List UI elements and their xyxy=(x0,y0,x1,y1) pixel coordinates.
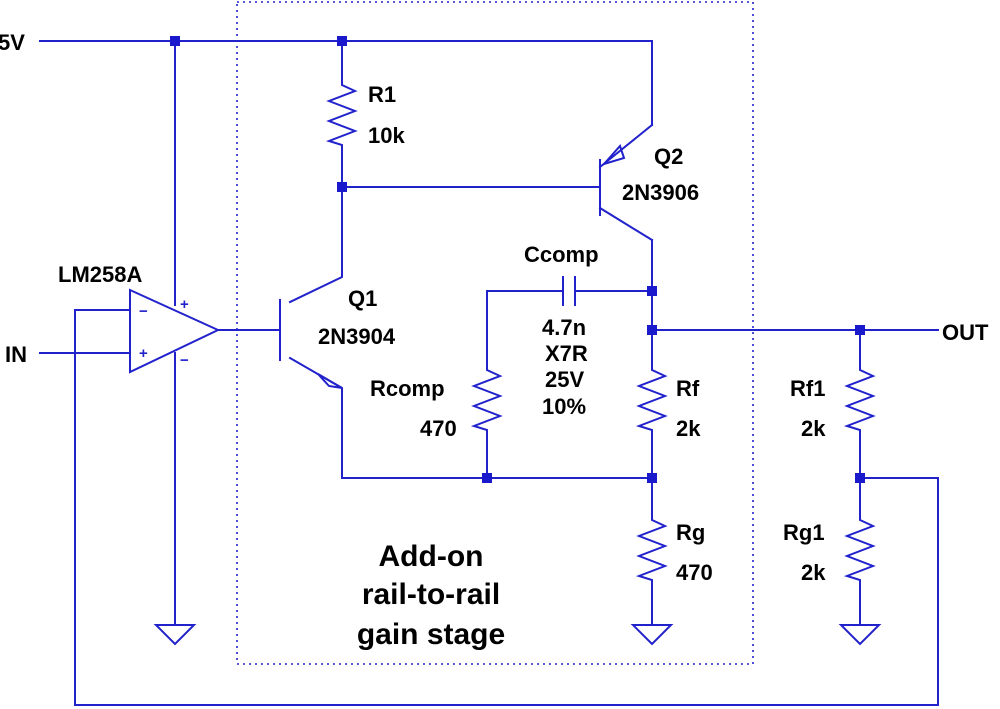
ccomp-name-label: Ccomp xyxy=(524,242,599,267)
output-net-label: OUT xyxy=(942,320,989,345)
stage-label-line3: gain stage xyxy=(357,618,505,651)
stage-label-line2: rail-to-rail xyxy=(362,578,500,611)
opamp-lm258a: − + + − xyxy=(129,288,221,374)
junction-dot xyxy=(647,286,657,296)
resistor-rf xyxy=(635,364,668,436)
transistor-q2 xyxy=(598,123,654,242)
r1-to-q1-collector-wire xyxy=(288,149,343,304)
resistor-rcomp xyxy=(470,364,503,436)
r1-value-label: 10k xyxy=(368,123,405,148)
rg1-value-label: 2k xyxy=(801,560,826,585)
rf1-value-label: 2k xyxy=(801,416,826,441)
resistor-rf1 xyxy=(843,364,876,436)
junction-dots xyxy=(170,36,865,483)
ccomp-value-label: 4.7n xyxy=(542,315,586,340)
transistor-q1 xyxy=(279,299,343,389)
r1-name-label: R1 xyxy=(368,82,396,107)
opamp-vplus-pin-label: + xyxy=(180,296,189,313)
q1-emitter-wire xyxy=(288,356,653,479)
rcomp-value-label: 470 xyxy=(420,416,457,441)
q2-emitter-arrow xyxy=(600,144,626,166)
rf-name-label: Rf xyxy=(676,376,700,401)
junction-dot xyxy=(855,325,865,335)
q1-emitter-arrow xyxy=(317,373,343,389)
ccomp-plates xyxy=(562,276,576,306)
ccomp-dielectric-label: X7R xyxy=(545,341,588,366)
junction-dot xyxy=(647,325,657,335)
rcomp-top-wire xyxy=(486,290,564,366)
junction-dot xyxy=(855,473,865,483)
opamp-triangle xyxy=(129,288,221,374)
ground-icon xyxy=(153,624,197,646)
rcomp-name-label: Rcomp xyxy=(370,376,445,401)
junction-dot xyxy=(170,36,180,46)
opamp-noninverting-pin-label: + xyxy=(139,345,148,362)
ccomp-voltage-label: 25V xyxy=(545,367,584,392)
stage-label-line1: Add-on xyxy=(379,540,484,573)
capacitor-ccomp xyxy=(562,276,576,306)
rf-value-label: 2k xyxy=(676,416,701,441)
labels: 5V IN OUT LM258A R1 10k Q2 2N3906 Q1 2N3… xyxy=(0,30,989,651)
feedback-wire xyxy=(74,309,939,706)
rg1-name-label: Rg1 xyxy=(783,520,825,545)
add-on-stage-boundary xyxy=(236,1,754,665)
q2-part-label: 2N3906 xyxy=(622,180,699,205)
resistors xyxy=(325,79,876,583)
resistor-rg xyxy=(635,514,668,583)
q1-name-label: Q1 xyxy=(348,286,377,311)
ccomp-tolerance-label: 10% xyxy=(542,394,586,419)
opamp-vminus-pin-label: − xyxy=(180,352,189,369)
ground-icon xyxy=(630,624,674,646)
rg-value-label: 470 xyxy=(676,560,713,585)
opamp-inverting-pin-label: − xyxy=(139,303,148,320)
junction-dot xyxy=(647,473,657,483)
q2-collector-lead xyxy=(598,206,654,242)
q2-name-label: Q2 xyxy=(654,144,683,169)
supply-net-label: 5V xyxy=(0,30,25,55)
ground-symbols xyxy=(153,624,882,646)
junction-dot xyxy=(482,473,492,483)
input-net-label: IN xyxy=(5,342,27,367)
rf1-name-label: Rf1 xyxy=(790,376,825,401)
rg-name-label: Rg xyxy=(676,520,705,545)
resistor-r1 xyxy=(325,79,358,151)
supply-rail-wire xyxy=(39,40,653,126)
junction-dot xyxy=(337,182,347,192)
resistor-rg1 xyxy=(843,514,876,583)
ground-icon xyxy=(838,624,882,646)
junction-dot xyxy=(337,36,347,46)
opamp-name-label: LM258A xyxy=(58,262,142,287)
q1-part-label: 2N3904 xyxy=(318,324,396,349)
